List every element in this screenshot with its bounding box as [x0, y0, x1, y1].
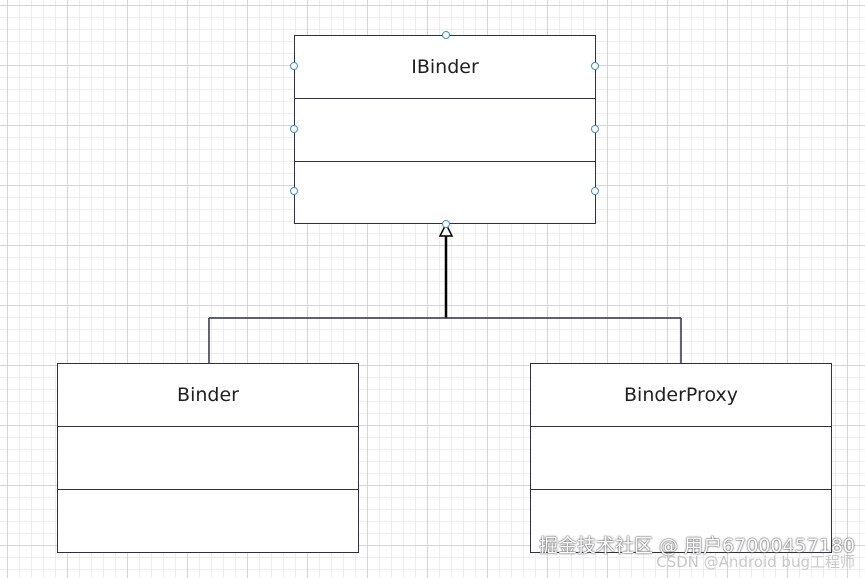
selection-handle-bottom[interactable] — [442, 220, 450, 228]
inheritance-arrowhead — [438, 222, 454, 237]
attributes-compartment[interactable] — [58, 427, 358, 490]
methods-compartment[interactable] — [295, 162, 595, 225]
selection-handle-right[interactable] — [591, 125, 599, 133]
class-name-binderproxy: BinderProxy — [624, 384, 738, 406]
selection-handle-left[interactable] — [290, 187, 298, 195]
selection-handle-right[interactable] — [591, 62, 599, 70]
selection-handle-top[interactable] — [442, 31, 450, 39]
class-name-compartment: Binder — [58, 364, 358, 427]
class-ibinder[interactable]: IBinder — [294, 35, 596, 224]
watermark-primary: 掘金技术社区 @ 用户67000457180 — [538, 535, 855, 557]
selection-handle-left[interactable] — [290, 125, 298, 133]
class-name-compartment: BinderProxy — [531, 364, 831, 427]
selection-handle-left[interactable] — [290, 62, 298, 70]
class-name-ibinder: IBinder — [411, 56, 479, 78]
class-name-compartment: IBinder — [295, 36, 595, 99]
attributes-compartment[interactable] — [295, 99, 595, 162]
class-binder[interactable]: Binder — [57, 363, 359, 553]
class-binderproxy[interactable]: BinderProxy — [530, 363, 832, 553]
selection-handle-right[interactable] — [591, 187, 599, 195]
watermark-secondary: CSDN @Android bug工程师 — [656, 553, 855, 571]
attributes-compartment[interactable] — [531, 427, 831, 490]
class-name-binder: Binder — [177, 384, 239, 406]
methods-compartment[interactable] — [58, 490, 358, 553]
